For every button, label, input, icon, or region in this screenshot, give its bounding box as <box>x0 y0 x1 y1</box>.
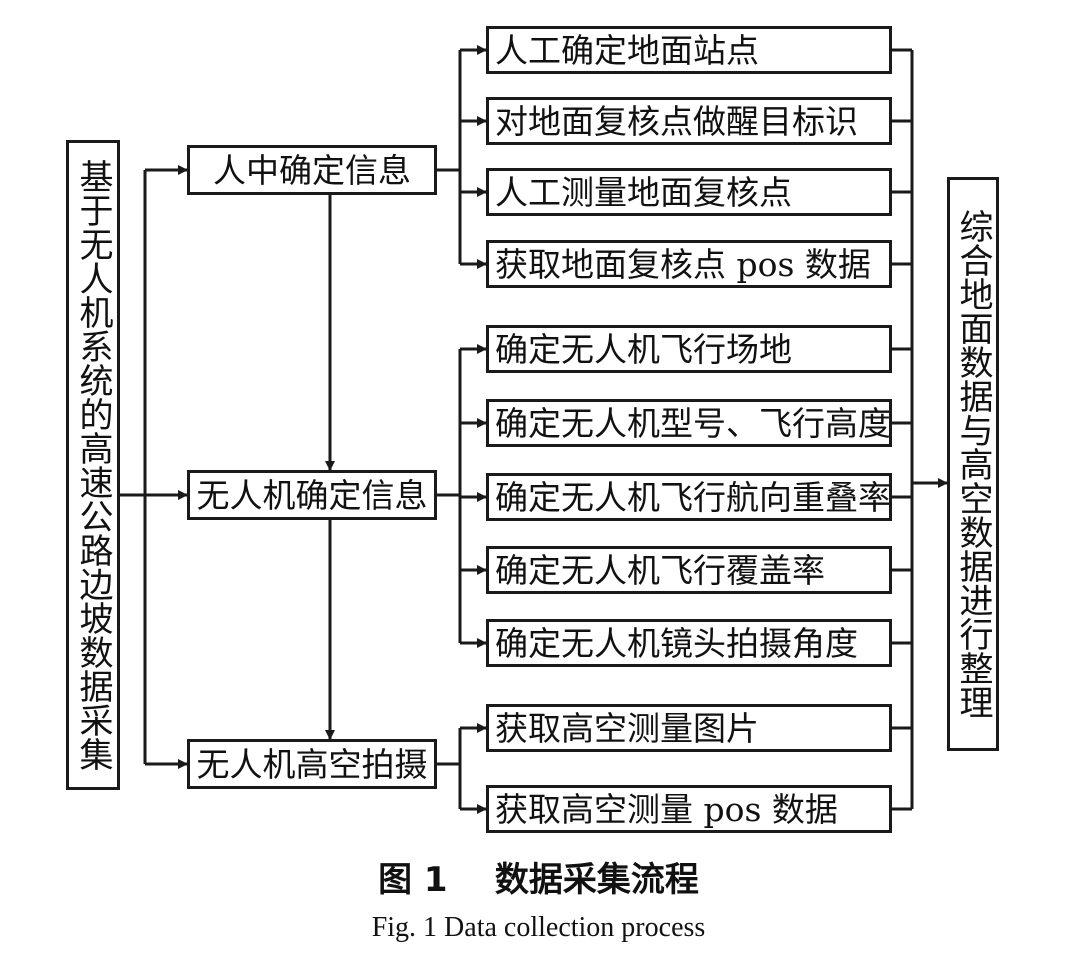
step-box: 确定无人机飞行覆盖率 <box>486 546 892 594</box>
step-box: 确定无人机型号、飞行高度 <box>486 399 892 447</box>
step-label: 确定无人机飞行覆盖率 <box>495 550 825 590</box>
step-box: 人工测量地面复核点 <box>486 168 892 216</box>
figure-caption-cn: 图 1 数据采集流程 <box>378 860 699 900</box>
group-box-uav-info: 无人机确定信息 <box>187 470 437 520</box>
group-box-aerial-shoot: 无人机高空拍摄 <box>187 739 437 789</box>
group-label-uav-info: 无人机确定信息 <box>196 475 428 515</box>
step-label: 确定无人机飞行场地 <box>495 329 792 369</box>
connector-lines <box>120 45 948 814</box>
step-label: 对地面复核点做醒目标识 <box>495 101 858 141</box>
step-label: 确定无人机飞行航向重叠率 <box>495 477 891 517</box>
step-box: 对地面复核点做醒目标识 <box>486 97 892 145</box>
result-label: 综合地面数据与高空数据进行整理 <box>953 209 993 719</box>
step-label: 确定无人机镜头拍摄角度 <box>495 623 858 663</box>
step-label: 确定无人机型号、飞行高度 <box>495 403 891 443</box>
flowchart: 基于无人机系统的高速公路边坡数据采集 人中确定信息 无人机确定信息 无人机高空拍… <box>66 26 999 833</box>
step-box: 获取地面复核点 pos 数据 <box>486 240 892 288</box>
root-box: 基于无人机系统的高速公路边坡数据采集 <box>66 140 120 790</box>
step-box: 确定无人机镜头拍摄角度 <box>486 619 892 667</box>
step-box: 获取高空测量 pos 数据 <box>486 785 892 833</box>
step-box: 获取高空测量图片 <box>486 704 892 752</box>
step-label: 获取地面复核点 pos 数据 <box>495 244 871 284</box>
group-label-manual-info: 人中确定信息 <box>213 150 411 190</box>
step-box: 确定无人机飞行航向重叠率 <box>486 473 892 521</box>
group-box-manual-info: 人中确定信息 <box>187 145 437 195</box>
step-box: 人工确定地面站点 <box>486 26 892 74</box>
root-label: 基于无人机系统的高速公路边坡数据采集 <box>73 159 113 771</box>
step-label: 人工确定地面站点 <box>495 30 759 70</box>
result-box: 综合地面数据与高空数据进行整理 <box>947 177 999 751</box>
step-label: 获取高空测量图片 <box>495 708 759 748</box>
step-label: 人工测量地面复核点 <box>495 172 792 212</box>
step-label: 获取高空测量 pos 数据 <box>495 789 838 829</box>
group-label-aerial-shoot: 无人机高空拍摄 <box>196 744 428 784</box>
figure-caption-en: Fig. 1 Data collection process <box>371 912 706 943</box>
step-box: 确定无人机飞行场地 <box>486 325 892 373</box>
